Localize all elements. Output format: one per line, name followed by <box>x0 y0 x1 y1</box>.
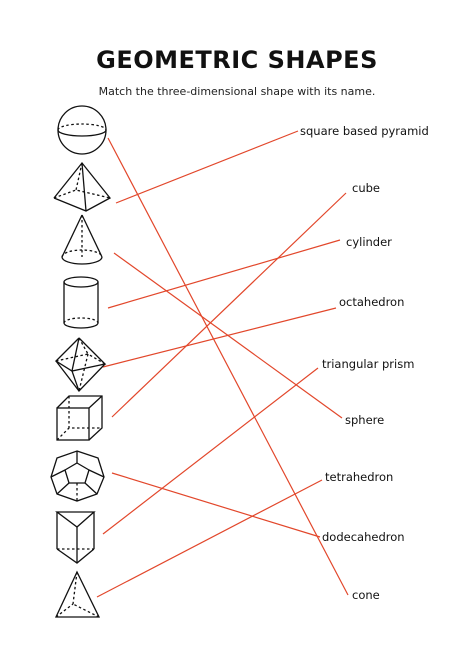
name-dodecahedron: dodecahedron <box>322 530 405 544</box>
line-cube <box>111 192 347 418</box>
cylinder-shape <box>63 276 99 329</box>
line-square-based-pyramid <box>115 130 299 204</box>
name-triangular-prism: triangular prism <box>322 357 415 371</box>
triangular-prism-shape <box>55 511 96 564</box>
line-sphere <box>107 137 349 596</box>
name-square-based-pyramid: square based pyramid <box>300 124 429 138</box>
name-octahedron: octahedron <box>339 295 405 309</box>
sphere-shape <box>57 105 107 155</box>
name-sphere: sphere <box>345 413 385 427</box>
dodecahedron-shape <box>50 450 105 502</box>
line-cylinder <box>107 239 341 309</box>
square-based-pyramid-shape <box>53 161 111 212</box>
cube-shape <box>56 395 103 441</box>
name-tetrahedron: tetrahedron <box>325 470 394 484</box>
name-cone: cone <box>352 588 380 602</box>
name-cylinder: cylinder <box>346 235 392 249</box>
cone-shape <box>61 214 103 265</box>
octahedron-shape <box>54 337 107 392</box>
line-tetrahedron <box>96 479 323 598</box>
matching-lines <box>96 130 349 598</box>
name-cube: cube <box>352 181 380 195</box>
worksheet-title: GEOMETRIC SHAPES <box>96 46 378 74</box>
tetrahedron-shape <box>54 570 101 618</box>
line-dodecahedron <box>111 472 321 538</box>
worksheet-instructions: Match the three-dimensional shape with i… <box>98 85 376 98</box>
line-triangular-prism <box>102 367 319 535</box>
line-octahedron <box>102 307 337 368</box>
